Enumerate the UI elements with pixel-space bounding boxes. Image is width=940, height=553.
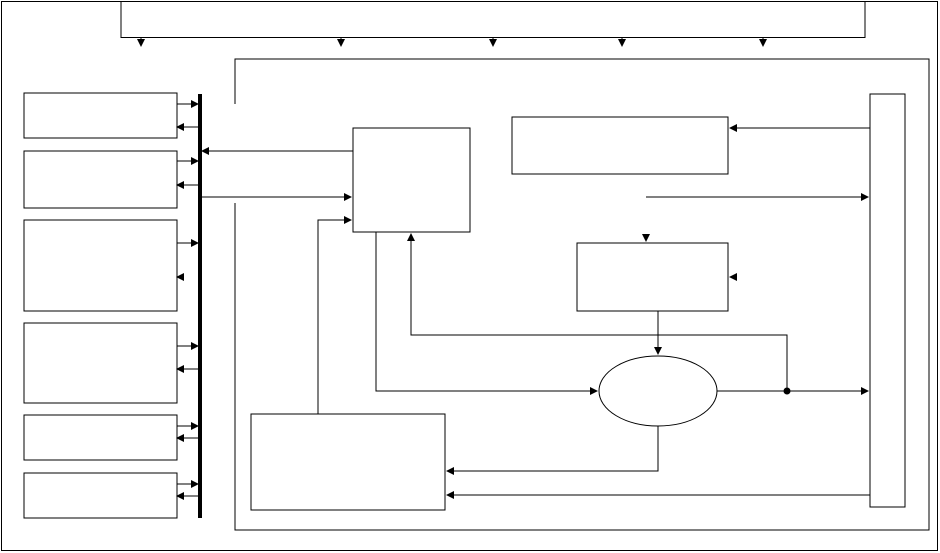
tap-feedback-arrow bbox=[407, 233, 788, 391]
left-block-3 bbox=[23, 219, 178, 312]
bottom-left-block bbox=[250, 413, 446, 511]
ellipse-to-bottom-block-arrow bbox=[446, 426, 659, 475]
top-control-bar bbox=[120, 1, 866, 38]
left-block-2 bbox=[23, 150, 178, 209]
center-to-ellipse-arrow bbox=[375, 232, 598, 395]
left-block-5 bbox=[23, 414, 178, 461]
left-block-1 bbox=[23, 92, 178, 139]
left-block-4 bbox=[23, 322, 178, 404]
top-right-block bbox=[511, 116, 729, 175]
middle-right-block bbox=[576, 242, 729, 312]
right-tall-block bbox=[869, 93, 906, 508]
center-block bbox=[352, 127, 471, 233]
summing-ellipse bbox=[598, 355, 718, 427]
left-block-6 bbox=[23, 472, 178, 519]
feedback-to-center-arrow bbox=[317, 216, 352, 414]
junction-dot bbox=[783, 387, 791, 395]
inner-frame bbox=[234, 58, 930, 531]
